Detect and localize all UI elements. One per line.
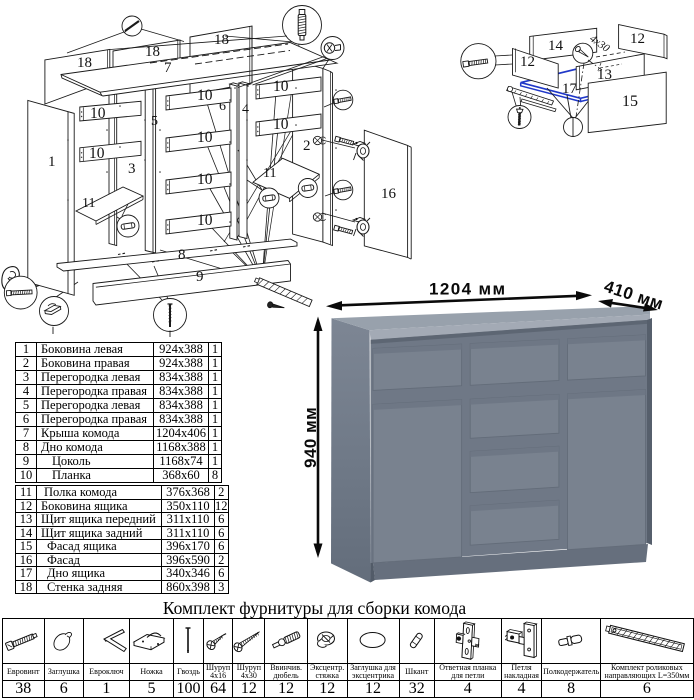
svg-text:1: 1	[48, 154, 56, 170]
svg-text:3: 3	[128, 161, 136, 177]
svg-text:10: 10	[273, 78, 289, 95]
svg-text:17: 17	[562, 81, 578, 97]
svg-text:10: 10	[197, 212, 213, 229]
svg-text:13: 13	[597, 67, 612, 83]
svg-text:10: 10	[197, 171, 213, 188]
svg-text:8: 8	[178, 247, 186, 263]
svg-text:2: 2	[303, 138, 311, 154]
svg-text:15: 15	[622, 93, 638, 110]
svg-text:12: 12	[630, 31, 645, 47]
svg-text:1204 мм: 1204 мм	[429, 280, 507, 299]
svg-text:18: 18	[214, 32, 229, 48]
svg-text:12: 12	[520, 54, 535, 70]
svg-text:10: 10	[89, 145, 105, 162]
svg-text:10: 10	[197, 87, 213, 104]
svg-text:11: 11	[263, 166, 276, 181]
svg-text:10: 10	[273, 116, 289, 133]
svg-text:16: 16	[381, 186, 397, 202]
svg-text:5: 5	[151, 114, 158, 129]
svg-text:11: 11	[82, 196, 95, 211]
svg-text:4: 4	[242, 102, 249, 117]
svg-text:6: 6	[219, 99, 226, 114]
svg-text:10: 10	[197, 129, 213, 146]
svg-text:9: 9	[196, 269, 204, 285]
svg-text:10: 10	[90, 105, 106, 122]
svg-text:940 мм: 940 мм	[301, 407, 320, 468]
svg-text:18: 18	[145, 44, 160, 60]
svg-text:18: 18	[77, 55, 92, 71]
svg-text:14: 14	[548, 38, 564, 54]
svg-text:7: 7	[164, 60, 172, 76]
